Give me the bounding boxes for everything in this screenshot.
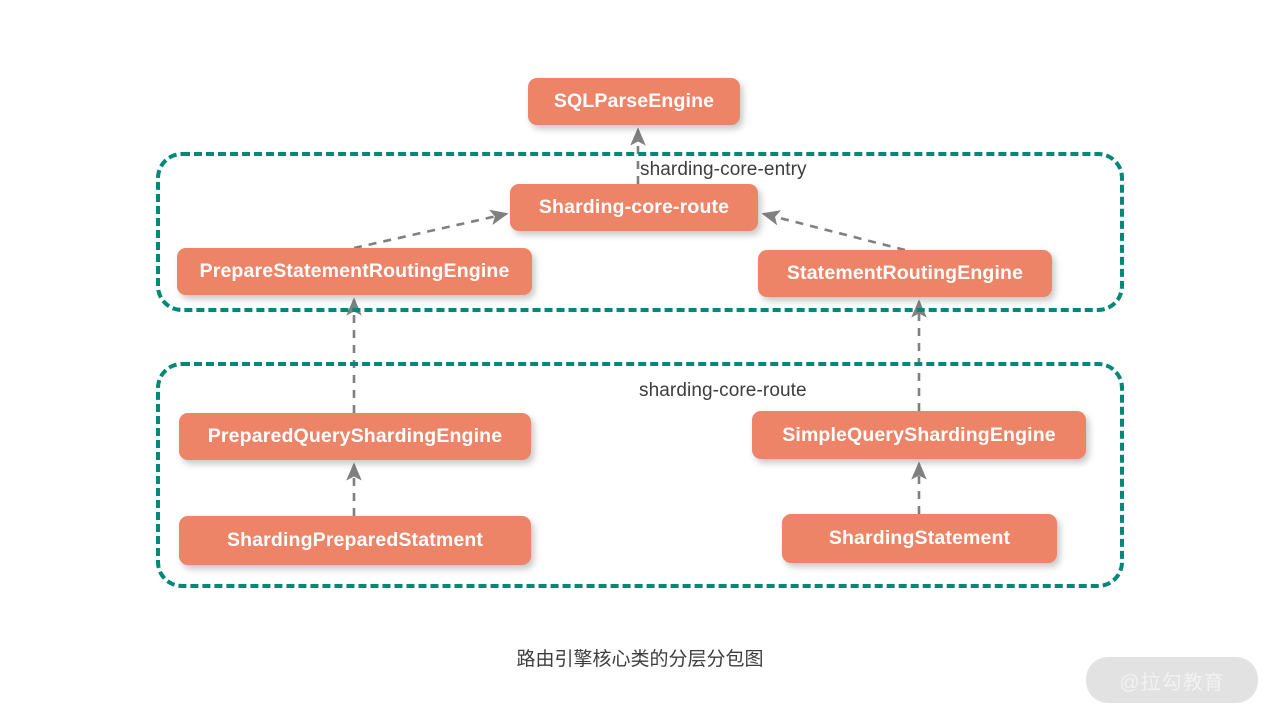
node-statement-routing-engine[interactable]: StatementRoutingEngine	[758, 250, 1052, 297]
node-prepared-query-sharding-engine[interactable]: PreparedQueryShardingEngine	[179, 413, 531, 460]
group-box-sharding-core-route	[156, 362, 1124, 588]
group-label-sharding-core-route: sharding-core-route	[639, 380, 807, 401]
node-simple-query-sharding-engine[interactable]: SimpleQueryShardingEngine	[752, 411, 1086, 459]
node-sql-parse-engine[interactable]: SQLParseEngine	[528, 78, 740, 125]
node-prepare-statement-routing-engine[interactable]: PrepareStatementRoutingEngine	[177, 248, 532, 295]
node-sharding-prepared-statment[interactable]: ShardingPreparedStatment	[179, 516, 531, 565]
group-box-sharding-core-entry	[156, 152, 1124, 312]
watermark-badge: @拉勾教育	[1086, 657, 1258, 703]
node-sharding-core-route[interactable]: Sharding-core-route	[510, 184, 758, 231]
node-sharding-statement[interactable]: ShardingStatement	[782, 514, 1057, 563]
group-label-sharding-core-entry: sharding-core-entry	[640, 159, 807, 180]
diagram-caption: 路由引擎核心类的分层分包图	[516, 649, 764, 670]
